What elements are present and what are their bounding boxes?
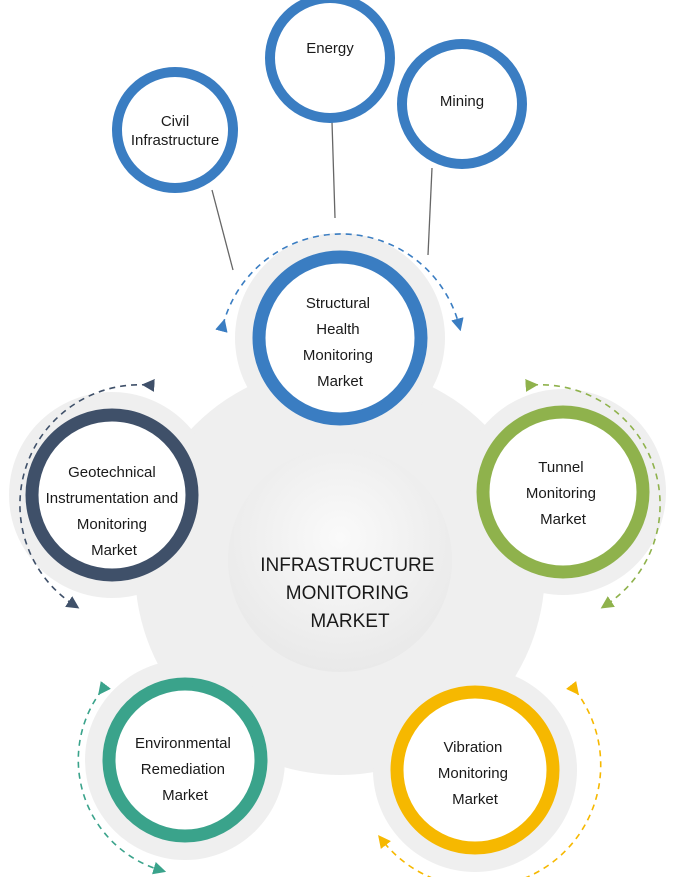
svg-text:Vibration Monitoring: Vibration Monitoring Market <box>438 739 512 808</box>
market-label-line: Vibration <box>443 739 502 756</box>
center-title: INFRASTRUCTURE MONITORING MARKET <box>260 555 439 632</box>
market-label-line: INFRASTRUCTURE <box>260 555 434 576</box>
svg-text:Geotechnical Instrumenta: Geotechnical Instrumentation and Monitor… <box>46 464 183 559</box>
svg-text:Structural Health: Structural Health Monitoring Market <box>303 295 377 390</box>
market-label-line: Tunnel <box>538 459 583 476</box>
vibration-arrow <box>378 681 602 877</box>
svg-text:Environmental Remediatio: Environmental Remediation Market <box>135 735 235 804</box>
node-label: Mining <box>440 93 484 110</box>
environmental-arrow <box>77 681 167 875</box>
market-structural-health: Structural Health Monitoring Market <box>252 250 428 426</box>
svg-text:Tunnel Monitoring: Tunnel Monitoring Market <box>526 459 600 528</box>
market-label-line: MONITORING <box>286 583 409 604</box>
market-label-line: Instrumentation and <box>46 490 179 507</box>
market-label-line: Monitoring <box>438 765 508 782</box>
market-label-line: Market <box>452 791 499 808</box>
market-vibration: Vibration Monitoring Market <box>390 685 560 855</box>
structural-arrow <box>215 233 464 333</box>
market-label-line: Monitoring <box>526 485 596 502</box>
market-environmental: Environmental Remediation Market <box>102 677 268 843</box>
market-tunnel: Tunnel Monitoring Market <box>476 405 650 579</box>
market-label-line: MARKET <box>310 611 390 632</box>
market-label-line: Monitoring <box>77 516 147 533</box>
cycle-arrows <box>19 233 661 877</box>
market-label-line: Market <box>91 542 138 559</box>
market-label-line: Geotechnical <box>68 464 156 481</box>
market-label-line: Monitoring <box>303 347 373 364</box>
market-label-line: Market <box>162 787 209 804</box>
connector-lines <box>211 121 433 271</box>
market-label-line: Structural <box>306 295 370 312</box>
market-label-line: Health <box>316 321 359 338</box>
node-label: Energy <box>306 40 354 57</box>
top-node-mining: Mining <box>397 39 527 169</box>
geotechnical-arrow <box>19 379 155 609</box>
top-node-energy: Energy <box>265 0 395 123</box>
market-label-line: Remediation <box>141 761 225 778</box>
center-circle <box>228 448 452 672</box>
tunnel-arrow <box>525 379 661 609</box>
market-label-line: Environmental <box>135 735 231 752</box>
market-label-line: Market <box>540 511 587 528</box>
node-label: Civil <box>161 113 189 130</box>
market-label-line: Market <box>317 373 364 390</box>
node-label: Infrastructure <box>131 132 219 149</box>
market-geotechnical: Geotechnical Instrumentation and Monitor… <box>25 408 199 582</box>
